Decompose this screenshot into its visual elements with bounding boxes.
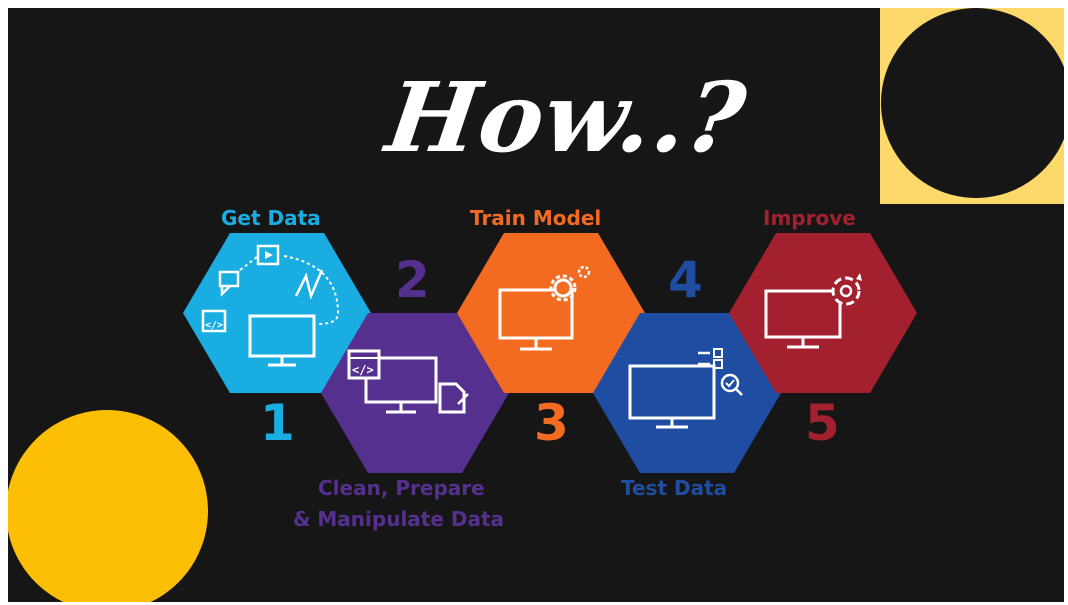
hexagon-step-3 xyxy=(457,233,645,393)
monitor-with-media-icons: </> xyxy=(201,244,340,367)
hexagon-step-1: </> xyxy=(183,233,371,393)
step-4-number: 4 xyxy=(668,251,703,309)
step-2-number: 2 xyxy=(395,251,430,309)
svg-text:</>: </> xyxy=(352,363,374,377)
hexagon-step-4 xyxy=(593,313,781,473)
step-1-number: 1 xyxy=(260,394,295,452)
hexagon-step-2: </> xyxy=(321,313,509,473)
step-5-label: Improve xyxy=(763,206,856,230)
slide-canvas: How..? </> xyxy=(8,8,1064,602)
process-diagram: </> </> xyxy=(183,233,917,473)
black-circle-decoration xyxy=(881,8,1064,198)
step-1-label: Get Data xyxy=(221,206,321,230)
yellow-circle-decoration xyxy=(8,410,208,602)
monitor-with-code-and-file: </> xyxy=(347,349,469,414)
step-5-number: 5 xyxy=(805,394,840,452)
monitor-with-refresh-gear xyxy=(764,273,862,349)
svg-text:</>: </> xyxy=(205,320,223,331)
step-2-label-line1: Clean, Prepare xyxy=(318,476,485,500)
step-3-number: 3 xyxy=(534,394,569,452)
step-2-label-line2: & Manipulate Data xyxy=(293,507,505,531)
step-3-label: Train Model xyxy=(470,206,602,230)
hexagon-step-5 xyxy=(729,233,917,393)
monitor-with-gears xyxy=(498,265,591,351)
step-4-label: Test Data xyxy=(621,476,728,500)
monitor-with-checklist-search xyxy=(628,348,743,429)
